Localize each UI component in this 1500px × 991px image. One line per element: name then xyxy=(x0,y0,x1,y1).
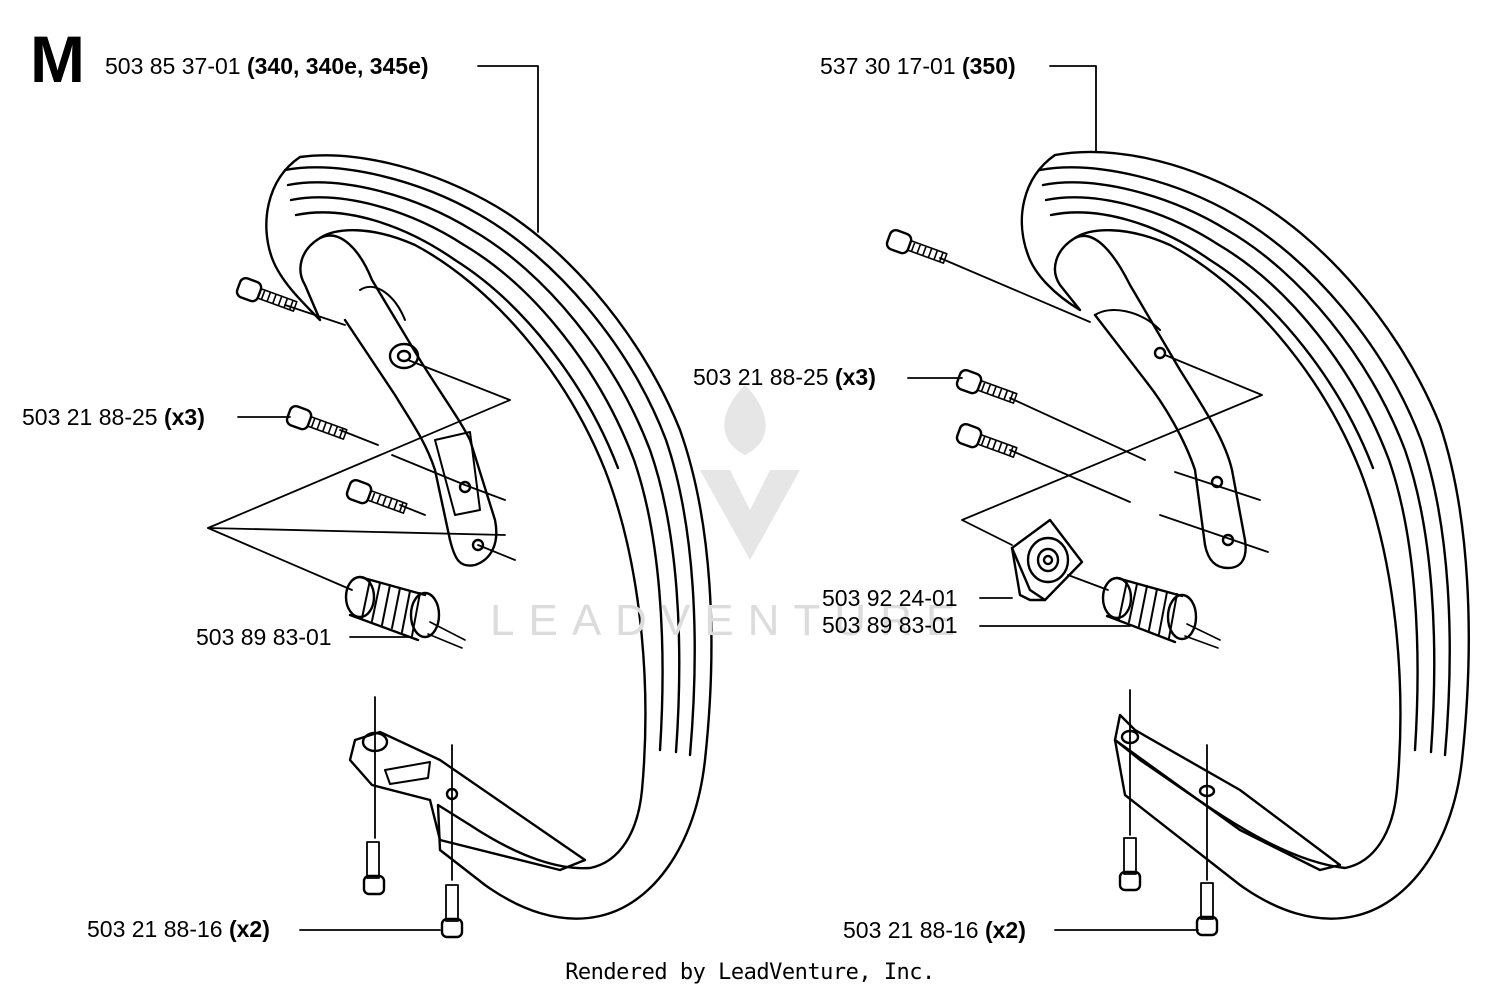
label-part-number: 503 21 88-16 xyxy=(87,916,223,942)
right-bracket xyxy=(1010,518,1084,602)
label-part-number: 503 89 83-01 xyxy=(196,624,332,650)
left-front-handle xyxy=(265,154,713,920)
left-screws xyxy=(235,276,408,514)
label-note: (x2) xyxy=(984,917,1026,943)
label-part-number: 503 21 88-16 xyxy=(843,917,979,943)
label-part-number: 503 92 24-01 xyxy=(822,585,958,611)
right-screws xyxy=(885,228,1018,458)
label-note: (x3) xyxy=(834,364,876,390)
label-part-number: 503 85 37-01 xyxy=(105,53,241,79)
right-damper-spring xyxy=(1101,576,1221,649)
label-part-number: 503 89 83-01 xyxy=(822,612,958,638)
right-bottom-screws xyxy=(1118,837,1219,937)
label-right-bracket[interactable]: 503 92 24-01 xyxy=(822,587,958,610)
label-right-bottom-screws[interactable]: 503 21 88-16 (x2) xyxy=(843,919,1026,942)
label-right-screws[interactable]: 503 21 88-25 (x3) xyxy=(693,366,876,389)
label-part-number: 503 21 88-25 xyxy=(693,364,829,390)
label-left-screws[interactable]: 503 21 88-25 (x3) xyxy=(22,406,205,429)
label-left-damper[interactable]: 503 89 83-01 xyxy=(196,626,332,649)
label-part-number: 503 21 88-25 xyxy=(22,404,158,430)
label-part-number: 537 30 17-01 xyxy=(820,53,956,79)
right-assembly-lines xyxy=(939,257,1269,881)
label-right-damper[interactable]: 503 89 83-01 xyxy=(822,614,958,637)
label-note: (350) xyxy=(961,53,1016,79)
left-assembly-lines xyxy=(207,304,516,881)
label-right-handle[interactable]: 537 30 17-01 (350) xyxy=(820,55,1016,78)
label-note: (340, 340e, 345e) xyxy=(246,53,429,79)
label-note: (x2) xyxy=(228,916,270,942)
label-left-bottom-screws[interactable]: 503 21 88-16 (x2) xyxy=(87,918,270,941)
left-leader-lines xyxy=(237,65,539,931)
footer-credit: Rendered by LeadVenture, Inc. xyxy=(565,960,935,985)
left-damper-spring xyxy=(344,575,466,649)
right-front-handle xyxy=(1020,150,1470,920)
left-bottom-screws xyxy=(362,841,464,939)
watermark-text: LEADVENTURE xyxy=(490,596,970,645)
right-leader-lines xyxy=(907,65,1199,931)
watermark-logo xyxy=(700,385,800,560)
section-letter: M xyxy=(30,22,85,96)
label-left-handle[interactable]: 503 85 37-01 (340, 340e, 345e) xyxy=(105,55,429,78)
label-note: (x3) xyxy=(163,404,205,430)
